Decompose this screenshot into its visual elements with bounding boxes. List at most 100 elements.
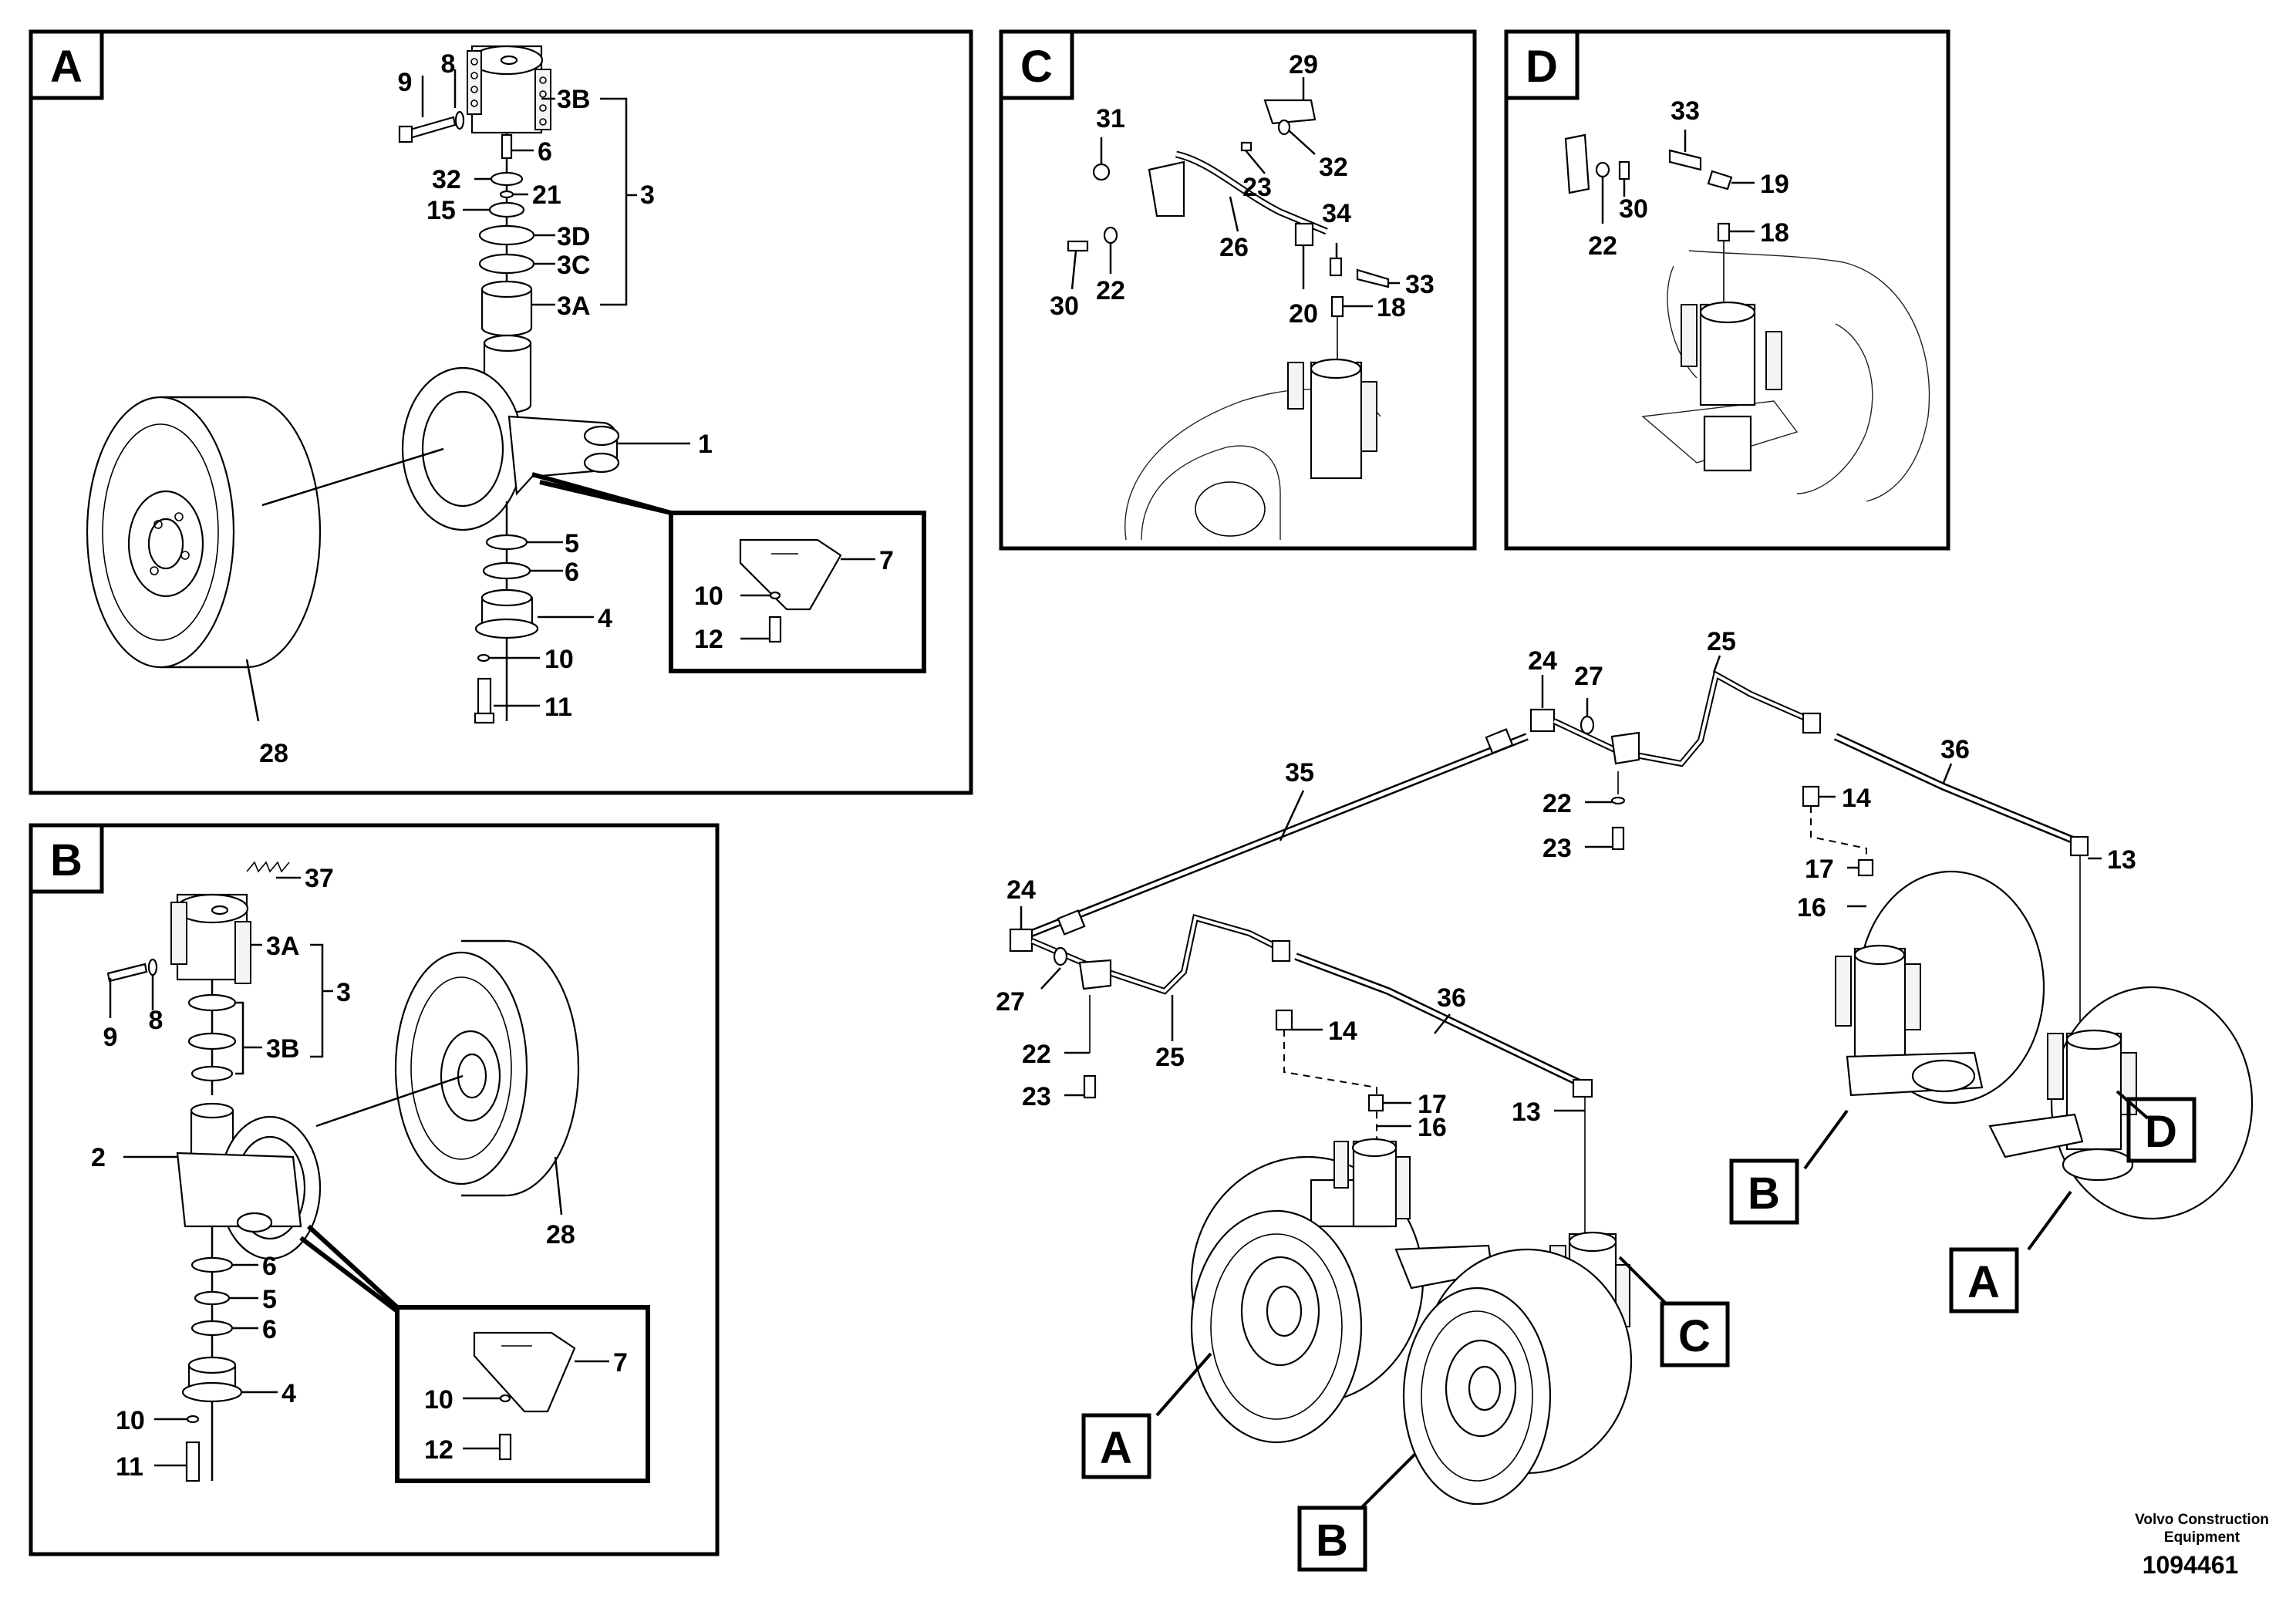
panel-d-leaders — [1601, 130, 1755, 233]
svg-text:8: 8 — [441, 49, 456, 79]
svg-text:A: A — [1100, 1423, 1132, 1473]
svg-text:35: 35 — [1285, 758, 1314, 787]
svg-text:B: B — [1316, 1516, 1348, 1566]
callout-a-right: A — [1949, 1190, 2072, 1313]
bracket-d — [1564, 133, 1590, 194]
svg-text:23: 23 — [1022, 1082, 1051, 1111]
washer-22-d — [1595, 161, 1610, 178]
svg-text:A: A — [1967, 1257, 2000, 1307]
svg-text:27: 27 — [1574, 662, 1603, 691]
svg-text:6: 6 — [565, 558, 579, 587]
seal-3c — [478, 253, 535, 275]
svg-text:8: 8 — [149, 1006, 164, 1035]
bolt-11-b — [185, 1441, 201, 1482]
seal-3b-2 — [187, 1032, 237, 1050]
panel-c-part-labels: 29 31 32 23 34 26 33 30 22 20 18 — [1050, 50, 1435, 329]
washer-10-b — [186, 1415, 200, 1424]
panel-c-leaders — [1070, 77, 1400, 308]
svg-text:13: 13 — [1512, 1098, 1541, 1127]
panel-c-tag: C — [1020, 42, 1053, 92]
fitting-20 — [1294, 222, 1314, 247]
elbow-13-left — [1572, 1078, 1593, 1098]
bolt-12-b — [498, 1433, 512, 1461]
nut-31 — [1092, 163, 1111, 181]
svg-text:22: 22 — [1096, 276, 1125, 305]
svg-text:12: 12 — [424, 1435, 453, 1465]
svg-text:3A: 3A — [557, 292, 590, 321]
svg-text:11: 11 — [116, 1452, 143, 1482]
panel-d: D 33 19 30 18 22 — [1504, 29, 1950, 551]
svg-text:10: 10 — [694, 582, 723, 611]
nipple-18-d — [1717, 222, 1731, 242]
svg-text:23: 23 — [1542, 834, 1572, 863]
svg-text:15: 15 — [426, 196, 456, 225]
seal-3b-1 — [187, 993, 237, 1012]
panel-b-tag: B — [50, 835, 83, 885]
callout-d: D — [2116, 1090, 2197, 1163]
svg-text:10: 10 — [424, 1385, 453, 1415]
svg-text:29: 29 — [1289, 50, 1318, 79]
svg-text:6: 6 — [262, 1252, 277, 1281]
svg-text:32: 32 — [1319, 153, 1348, 182]
svg-text:6: 6 — [262, 1315, 277, 1344]
ring-6-b2 — [190, 1320, 234, 1337]
svg-text:3D: 3D — [557, 222, 590, 251]
plug-17-right — [1857, 858, 1874, 877]
svg-text:26: 26 — [1219, 233, 1249, 262]
panel-b-part-labels: 37 3A 3 9 8 3B 2 28 6 5 6 7 4 10 10 12 1… — [91, 864, 628, 1482]
svg-text:14: 14 — [1842, 784, 1871, 813]
bolt-23 — [1240, 141, 1253, 152]
svg-text:28: 28 — [259, 739, 288, 768]
svg-text:9: 9 — [103, 1023, 118, 1052]
svg-text:3A: 3A — [266, 932, 299, 961]
brand-line-1: Volvo Construction — [2135, 1512, 2269, 1528]
svg-text:13: 13 — [2107, 845, 2136, 875]
svg-text:16: 16 — [1418, 1113, 1447, 1142]
panel-c: C — [999, 29, 1477, 551]
overview-leaders — [1020, 655, 2102, 1128]
svg-text:3C: 3C — [557, 251, 590, 280]
svg-text:25: 25 — [1155, 1043, 1185, 1072]
svg-text:4: 4 — [598, 604, 612, 633]
fitting-top-right — [1802, 712, 1822, 734]
svg-text:30: 30 — [1619, 194, 1648, 224]
bolt-23-left — [1083, 1074, 1097, 1099]
svg-text:10: 10 — [544, 645, 574, 674]
svg-text:1: 1 — [698, 430, 713, 459]
ring-6-b1 — [190, 1256, 234, 1273]
seal-3d — [478, 224, 535, 246]
callout-b-right: B — [1729, 1109, 1849, 1225]
panel-a-leaders — [245, 69, 875, 722]
svg-text:6: 6 — [538, 137, 552, 167]
tee-24-left — [1009, 928, 1033, 953]
arm-right-a — [1988, 1113, 2084, 1158]
panel-a-tag: A — [50, 42, 83, 92]
clamp-27-left — [1078, 959, 1112, 990]
tee-24-top — [1529, 708, 1556, 733]
clip-37 — [246, 861, 290, 873]
svg-text:3B: 3B — [266, 1034, 299, 1064]
svg-text:21: 21 — [532, 180, 561, 210]
bolt-9-b — [106, 963, 148, 983]
bracket-29 — [1263, 99, 1317, 125]
plate-7 — [739, 538, 842, 611]
svg-text:27: 27 — [996, 987, 1025, 1017]
panel-a: A — [29, 29, 973, 795]
washer-8 — [454, 110, 465, 130]
svg-text:30: 30 — [1050, 292, 1079, 321]
svg-text:32: 32 — [432, 165, 461, 194]
svg-text:5: 5 — [565, 529, 579, 558]
svg-text:11: 11 — [544, 693, 572, 722]
oring-21 — [499, 190, 514, 199]
ring-5-b — [194, 1290, 231, 1306]
svg-text:22: 22 — [1588, 231, 1617, 261]
svg-text:4: 4 — [282, 1379, 296, 1408]
plug-17-left — [1367, 1094, 1384, 1112]
steering-arm-2 — [176, 1152, 302, 1228]
svg-text:12: 12 — [694, 625, 723, 654]
svg-text:3B: 3B — [557, 85, 590, 114]
bolt-12 — [768, 615, 782, 643]
svg-text:7: 7 — [613, 1348, 628, 1378]
panel-b-leaders — [109, 876, 609, 1467]
washer-10 — [477, 653, 491, 663]
